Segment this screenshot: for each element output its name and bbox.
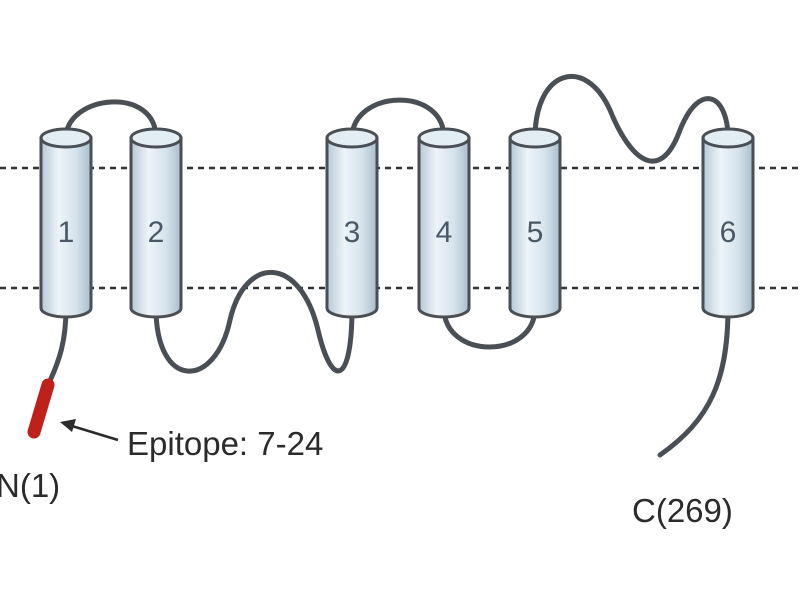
helix-cylinder-cap — [701, 127, 755, 149]
helix-cylinder-body — [701, 136, 755, 319]
c-terminal-tail — [657, 305, 731, 458]
extracellular-loop-3 — [532, 74, 731, 164]
helix-cylinder-body — [129, 136, 183, 319]
helix-number-label: 3 — [344, 216, 361, 249]
n-terminus-label: N(1) — [0, 467, 60, 504]
helix-cylinder-cap — [417, 127, 471, 149]
epitope-arrow — [60, 419, 119, 442]
n-terminal-tail — [45, 305, 69, 388]
extracellular-loop-1 — [63, 99, 159, 141]
helix-cylinder-cap — [508, 127, 562, 149]
c-terminus-label: C(269) — [632, 492, 733, 529]
helix-number-label: 4 — [436, 216, 453, 249]
helix-3: 3 — [325, 127, 379, 319]
helix-number-label: 1 — [58, 216, 75, 249]
helix-number-label: 6 — [720, 216, 737, 249]
helix-number-label: 2 — [148, 216, 165, 249]
helix-cylinder-cap — [325, 127, 379, 149]
helix-cylinder-body — [417, 136, 471, 319]
helix-cylinder-body — [39, 136, 93, 319]
helix-layer: 1 2 3 4 5 6 — [39, 127, 755, 319]
extracellular-loop-2 — [349, 97, 447, 141]
helix-2: 2 — [129, 127, 183, 319]
helix-cylinder-cap — [39, 127, 93, 149]
intracellular-loop-2 — [441, 305, 538, 350]
epitope-label: Epitope: 7-24 — [127, 425, 323, 462]
helix-5: 5 — [508, 127, 562, 319]
helix-number-label: 5 — [527, 216, 544, 249]
helix-cylinder-body — [325, 136, 379, 319]
helix-cylinder-body — [508, 136, 562, 319]
helix-1: 1 — [39, 127, 93, 319]
helix-cylinder-cap — [129, 127, 183, 149]
intracellular-loop-1 — [153, 269, 355, 374]
helix-6: 6 — [701, 127, 755, 319]
epitope-segment — [27, 378, 55, 439]
helix-4: 4 — [417, 127, 471, 319]
